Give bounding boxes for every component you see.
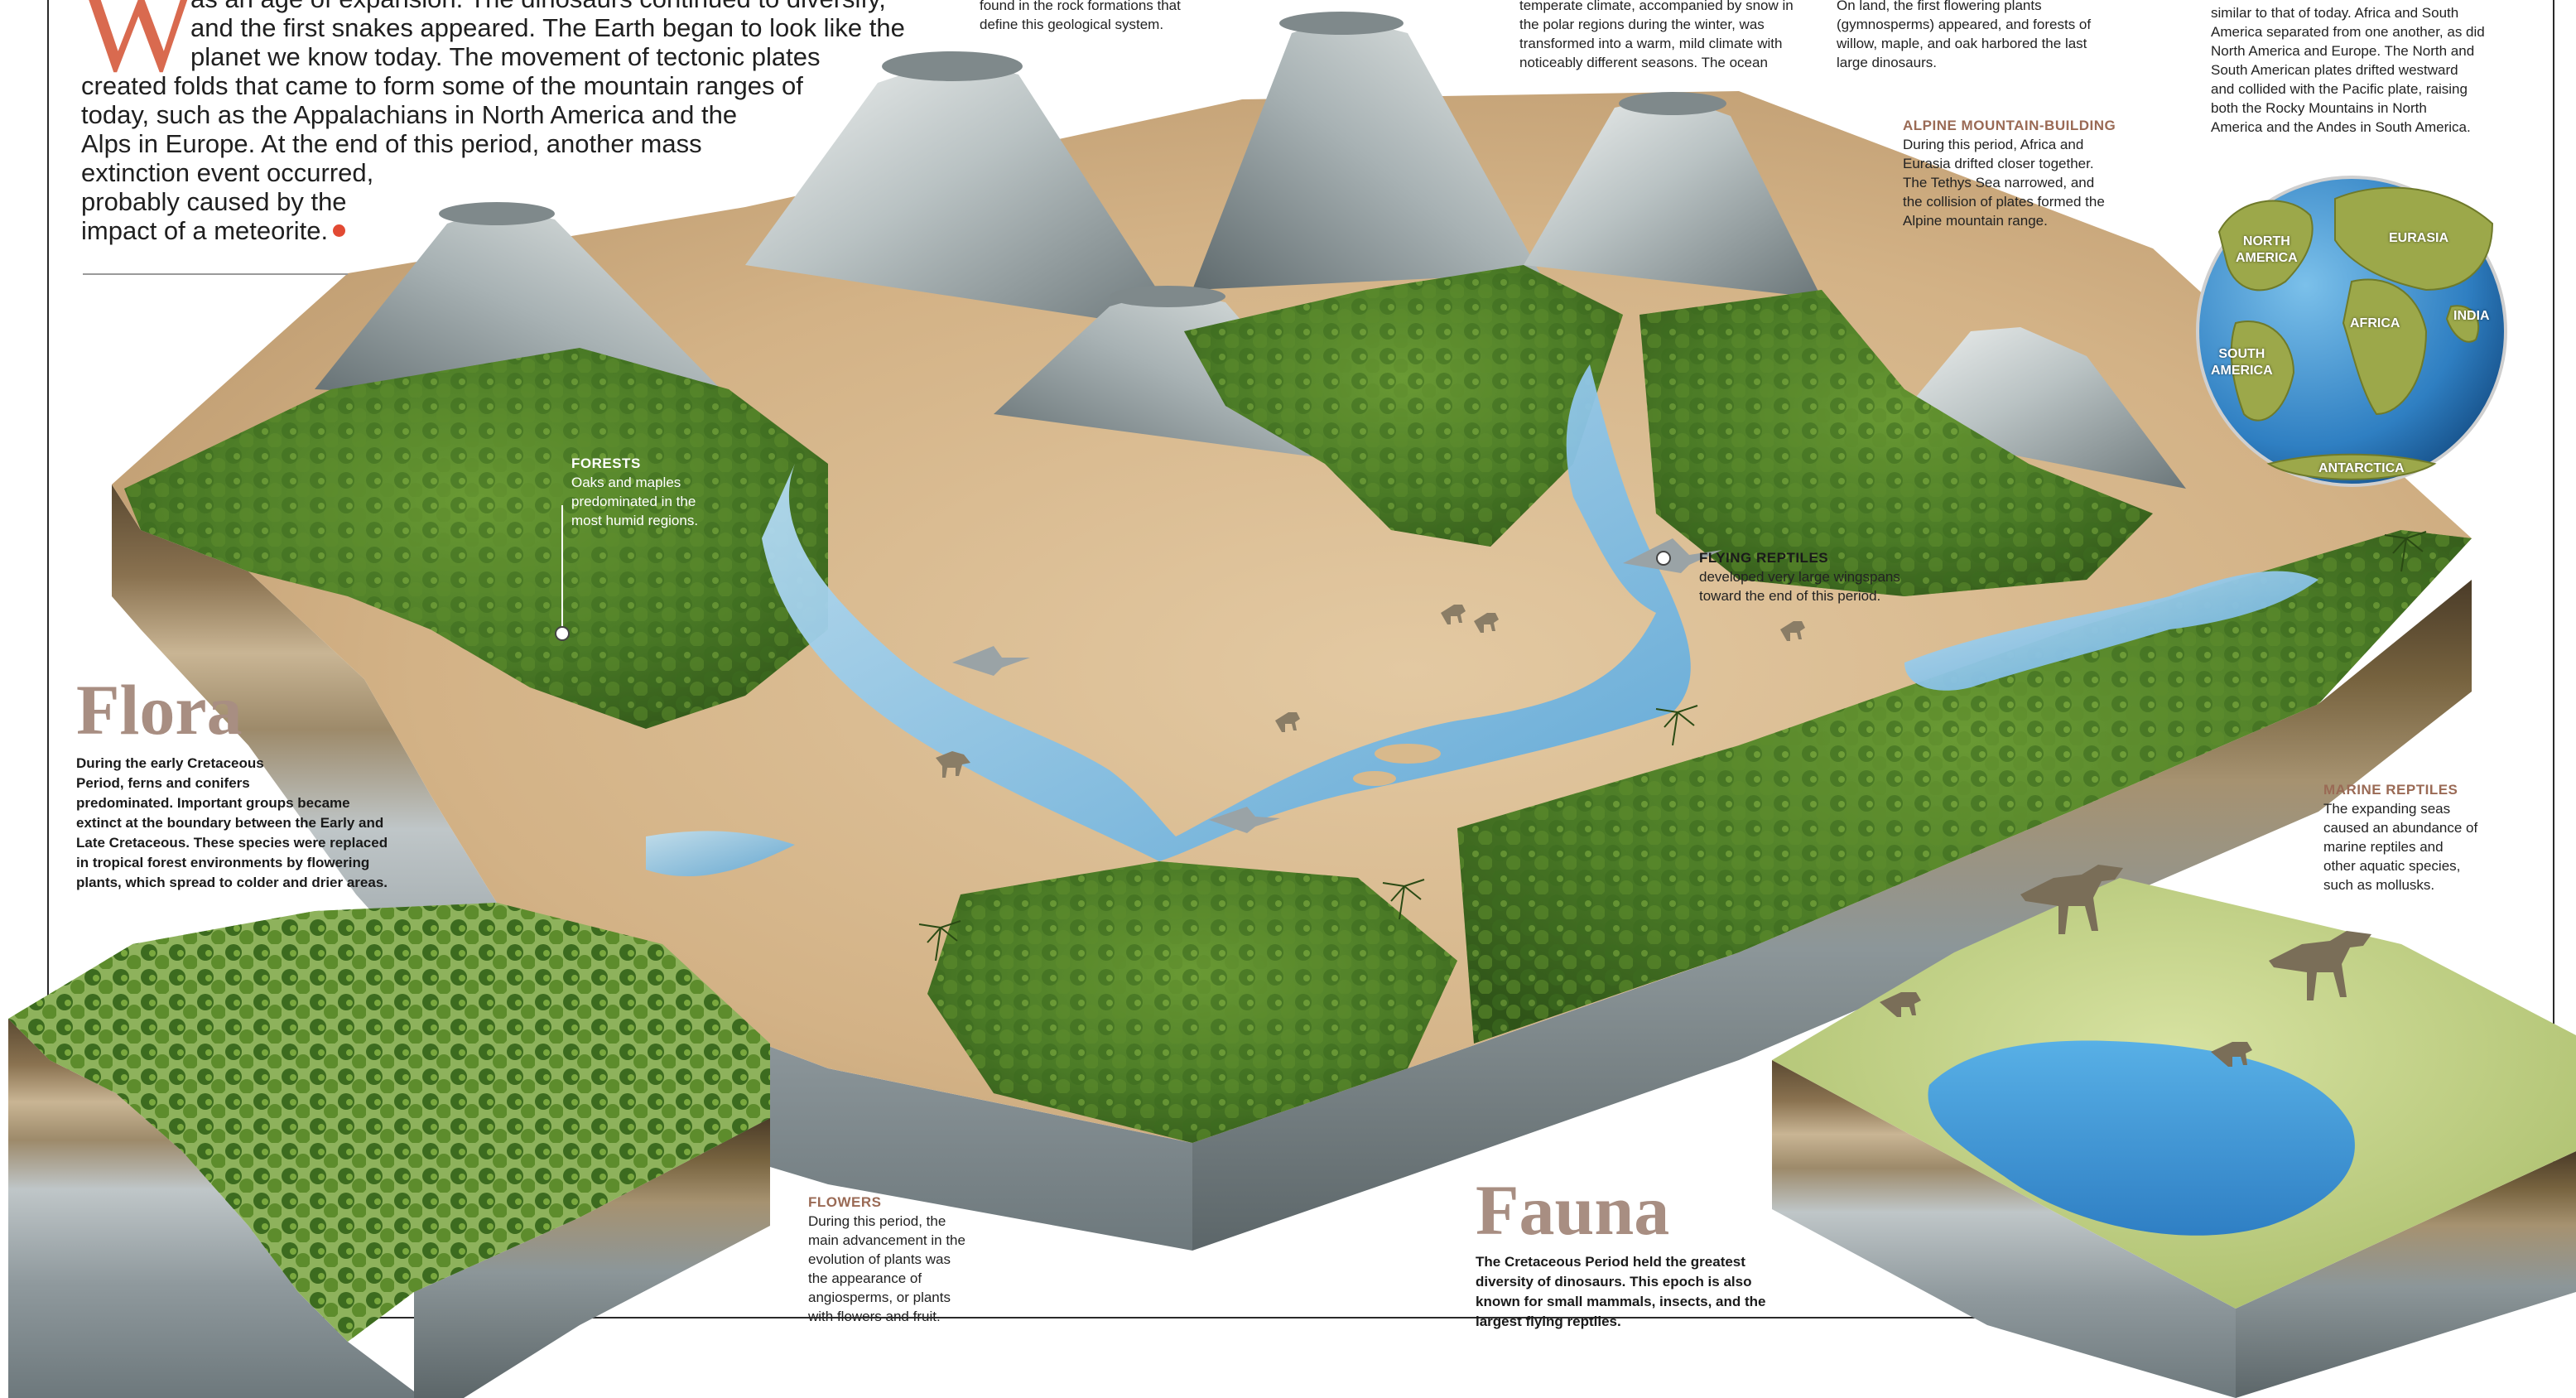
dinosaur-silhouette xyxy=(936,751,970,778)
mountain-center-back xyxy=(1192,17,1540,290)
flora-heading: Flora xyxy=(76,670,243,750)
marine-reptiles-title: MARINE REPTILES xyxy=(2323,782,2458,798)
globe-label-south-america: SOUTH AMERICA xyxy=(2211,347,2273,378)
globe-label-africa: AFRICA xyxy=(2350,316,2400,330)
intro-dropcap: W xyxy=(79,0,197,98)
flowers-caption-title: FLOWERS xyxy=(808,1194,882,1210)
fauna-body: The Cretaceous Period held the greatest … xyxy=(1476,1254,1766,1329)
climate-text: temperate climate, accompanied by snow i… xyxy=(1519,0,1794,70)
forests-caption: FORESTS Oaks and maples predominated in … xyxy=(571,456,699,528)
globe-continent-north-america xyxy=(2217,200,2314,292)
fauna-block-side-right xyxy=(2236,1151,2576,1398)
intro-line-2: and the first snakes appeared. The Earth… xyxy=(190,13,905,42)
intro-line-4: created folds that came to form some of … xyxy=(81,71,803,100)
forests-caption-title: FORESTS xyxy=(571,456,641,471)
river-right-bend xyxy=(1904,571,2318,691)
flying-reptiles-pointer-dot xyxy=(1656,551,1671,566)
flying-reptiles-caption: FLYING REPTILES developed very large win… xyxy=(1699,550,1900,604)
frame-left-line xyxy=(47,0,49,1318)
forests-pointer-dot xyxy=(555,626,570,641)
intro-paragraph: as an age of expansion. The dinosaurs co… xyxy=(81,0,909,245)
globe-continent-eurasia xyxy=(2334,186,2494,292)
mountain-right-peak xyxy=(1524,95,1822,298)
frame-right-line xyxy=(2553,0,2554,1292)
flora-body: During the early Cretaceous Period, fern… xyxy=(76,755,388,890)
mountain-left-large xyxy=(745,58,1184,331)
fauna-sea xyxy=(1928,1040,2355,1236)
continents-text: similar to that of today. Africa and Sou… xyxy=(2211,5,2485,135)
river-left-outflow xyxy=(646,831,795,877)
frame-bottom-line xyxy=(47,1317,2068,1318)
fauna-block-side-left xyxy=(1772,1060,2236,1398)
globe-label-india: INDIA xyxy=(2453,309,2490,323)
intro-divider xyxy=(83,273,348,275)
flora-block-side-front xyxy=(8,1019,414,1398)
globe-label-antarctica: ANTARCTICA xyxy=(2318,461,2405,475)
alpine-caption-title: ALPINE MOUNTAIN-BUILDING xyxy=(1903,118,2116,133)
globe-label-eurasia: EURASIA xyxy=(2389,231,2449,245)
flowering-plants-text: On land, the first flowering plants (gym… xyxy=(1837,0,2092,70)
main-block-right-side xyxy=(1192,580,2472,1251)
globe-label-north-america: NORTH AMERICA xyxy=(2236,234,2298,265)
mountain-far-right xyxy=(1888,327,2186,489)
marine-reptiles-caption: MARINE REPTILES The expanding seas cause… xyxy=(2323,782,2478,893)
trex-silhouette xyxy=(2020,865,2123,934)
globe-continent-india xyxy=(2445,305,2480,343)
mountain-left-small xyxy=(315,207,745,414)
intro-line-1: as an age of expansion. The dinosaurs co… xyxy=(81,0,909,13)
intro-line-9: impact of a meteorite. xyxy=(81,216,329,245)
river-main xyxy=(762,364,1691,861)
intro-line-5: today, such as the Appalachians in North… xyxy=(81,100,738,129)
pterosaur-silhouette xyxy=(1623,538,1722,573)
flying-reptiles-title: FLYING REPTILES xyxy=(1699,550,1829,566)
end-mark-dot xyxy=(333,224,346,237)
intro-line-3: planet we know today. The movement of te… xyxy=(190,42,821,71)
forests-pointer-line xyxy=(561,505,563,629)
flowers-caption: FLOWERS During this period, the main adv… xyxy=(808,1194,965,1324)
intro-line-8: probably caused by the xyxy=(81,187,347,216)
intro-line-6: Alps in Europe. At the end of this perio… xyxy=(81,129,702,158)
globe-continent-africa xyxy=(2342,278,2428,416)
rock-formations-text: found in the rock formations that define… xyxy=(980,0,1181,32)
intro-line-7: extinction event occurred, xyxy=(81,158,374,187)
flora-block-side-right xyxy=(414,1118,770,1398)
alpine-caption: ALPINE MOUNTAIN-BUILDING During this per… xyxy=(1903,118,2116,229)
globe-continent-antarctica xyxy=(2266,453,2437,480)
globe-continent-south-america xyxy=(2230,321,2295,422)
fauna-heading: Fauna xyxy=(1476,1170,1670,1250)
